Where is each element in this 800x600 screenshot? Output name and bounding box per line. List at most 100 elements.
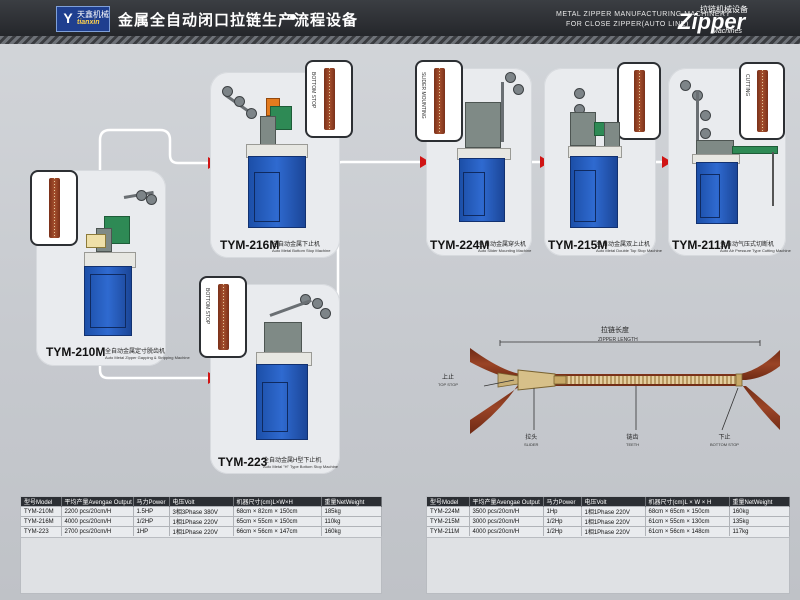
zipper-diagram (470, 340, 780, 434)
table-row: TYM-223 2700 pcs/20cm/H 1HP 1相1Phase 220… (21, 526, 382, 536)
title-dot-icon (290, 14, 296, 20)
machine-image-tym-216m (220, 80, 310, 230)
table-cell: TYM-210M (21, 506, 62, 517)
inset-label: CUTTING (744, 74, 750, 97)
table-cell: 1相1Phase 220V (581, 516, 646, 527)
column-header: 机器尺寸(cm)L × W × H (645, 497, 730, 507)
column-header: 马力Power (543, 497, 582, 507)
table-header-row: 型号Model 平均产量Avengae Output 马力Power 电压Vol… (427, 497, 790, 507)
logo-text-en: tianxin (77, 19, 100, 26)
label-slider: 拉头 SLIDER (524, 435, 539, 447)
subtitle-en-line1: METAL ZIPPER MANUFACTURING MACHINERY (556, 11, 731, 18)
table-cell: 1/2Hp (543, 516, 582, 527)
flow-arrow-icon (662, 156, 672, 168)
column-header: 平均产量Avengae Output (61, 497, 134, 507)
column-header: 重量NetWeight (729, 497, 790, 507)
table-cell: 1.5HP (133, 506, 170, 517)
table-cell: 110kg (321, 516, 382, 527)
brand-text-cn: 拉链机械设备 (700, 5, 748, 14)
inset-label: BOTTOM STOP (204, 288, 210, 325)
table-cell: 2200 pcs/20cm/H (61, 506, 134, 517)
model-desc-cn: 全自动金属H型下止机 (263, 458, 322, 464)
table-cell: 1Hp (543, 506, 582, 517)
table-row: TYM-210M 2200 pcs/20cm/H 1.5HP 3相3Phase … (21, 506, 382, 517)
model-desc-cn: 全自动金属定寸脱齿机 (105, 349, 166, 355)
table-cell: 1/2HP (133, 516, 170, 527)
zipper-length-label-cn: 拉链长度 (601, 327, 629, 334)
column-header: 电压Volt (581, 497, 646, 507)
spec-table-right: 型号Model 平均产量Avengae Output 马力Power 电压Vol… (426, 496, 790, 594)
model-desc-en: Auto Metal Double Top Stop Machine (596, 248, 662, 253)
column-header: 马力Power (133, 497, 170, 507)
header-bar: Y 天鑫机械 tianxin 金属全自动闭口拉链生产流程设备 METAL ZIP… (0, 0, 800, 40)
table-cell: 1相1Phase 220V (169, 526, 234, 536)
label-bottom-stop: 下止 BOTTOM STOP (710, 435, 739, 447)
zipper-sample-inset: BOTTOM STOP (305, 60, 353, 138)
table-cell: 1/2Hp (543, 526, 582, 536)
table-row: TYM-216M 4000 pcs/20cm/H 1/2HP 1相1Phase … (21, 516, 382, 527)
slider-icon (497, 369, 567, 391)
table-cell: TYM-216M (21, 516, 62, 527)
spec-table: 型号Model 平均产量Avengae Output 马力Power 电压Vol… (427, 497, 790, 536)
table-cell: TYM-223 (21, 526, 62, 536)
table-cell: 68cm × 65cm × 150cm (645, 506, 730, 517)
flow-arrow-icon (420, 156, 430, 168)
label-top-stop: 上止 TOP STOP (438, 375, 459, 387)
table-cell: 4000 pcs/20cm/H (61, 516, 134, 527)
column-header: 电压Volt (169, 497, 234, 507)
zipper-sample-image (49, 178, 60, 238)
zipper-sample-inset: SLIDER MOUNTING (415, 60, 463, 142)
model-number: TYM-216M (220, 238, 280, 252)
table-cell: 135kg (729, 516, 790, 527)
model-number: TYM-224M (430, 238, 490, 252)
model-number: TYM-215M (548, 238, 608, 252)
subtitle-en-line2: FOR CLOSE ZIPPER(AUTO LINE) (566, 21, 689, 28)
model-desc-cn: 全自动气压式切断机 (720, 242, 775, 248)
table-cell: 66cm × 56cm × 147cm (233, 526, 322, 536)
model-desc-en: Auto Metal Bottom Stop Machine (272, 248, 331, 253)
table-cell: 4000 pcs/20cm/H (469, 526, 544, 536)
machine-image-tym-210m (82, 190, 157, 340)
table-footer-area (427, 537, 789, 593)
column-header: 机器尺寸(cm)L×W×H (233, 497, 322, 507)
model-number: TYM-210M (46, 345, 106, 359)
inset-label: SLIDER MOUNTING (420, 72, 426, 119)
column-header: 型号Model (21, 497, 62, 507)
table-cell: 3相3Phase 380V (169, 506, 234, 517)
brand-subword: Machines (712, 28, 742, 35)
table-cell: 61cm × 55cm × 130cm (645, 516, 730, 527)
model-desc-cn: 全自动金属下止机 (272, 242, 321, 248)
zipper-sample-inset (30, 170, 78, 246)
column-header: 型号Model (427, 497, 470, 507)
spec-table-left: 型号Model 平均产量Avengae Output 马力Power 电压Vol… (20, 496, 382, 594)
model-desc-cn: 全自动金属穿头机 (478, 242, 527, 248)
model-desc-en: Auto Air Pressure Type Cutting Machine (720, 248, 791, 253)
page-title: 金属全自动闭口拉链生产流程设备 (118, 12, 359, 29)
table-row: TYM-211M 4000 pcs/20cm/H 1/2Hp 1相1Phase … (427, 526, 790, 536)
model-number: TYM-211M (672, 238, 731, 252)
table-cell: 3500 pcs/20cm/H (469, 506, 544, 517)
table-footer-area (21, 537, 381, 593)
model-desc-en: Auto Metal "H" Type Bottom Stop Machine (263, 464, 339, 469)
table-cell: 1相1Phase 220V (581, 506, 646, 517)
model-desc-en: Auto Metal Zipper Gapping & Stripping Ma… (105, 355, 190, 360)
table-cell: TYM-224M (427, 506, 470, 517)
table-cell: TYM-215M (427, 516, 470, 527)
model-number: TYM-223 (218, 455, 268, 469)
brand-wordmark: Zipper (678, 9, 746, 34)
model-desc-cn: 全自动金属双上止机 (596, 242, 651, 248)
table-cell: 160kg (729, 506, 790, 517)
spec-table: 型号Model 平均产量Avengae Output 马力Power 电压Vol… (21, 497, 382, 536)
zipper-sample-image (324, 68, 335, 130)
model-desc-en: Auto Slider Mounting Machine (478, 248, 532, 253)
zipper-sample-image (757, 70, 768, 132)
logo-text-cn: 天鑫机械 (77, 10, 109, 19)
table-cell: 185kg (321, 506, 382, 517)
zipper-sample-inset: CUTTING (739, 62, 785, 140)
zipper-sample-inset: BOTTOM STOP (199, 276, 247, 358)
zipper-sample-image (434, 68, 445, 134)
zipper-sample-inset (617, 62, 661, 140)
machine-image-tym-211m (676, 76, 780, 226)
column-header: 重量NetWeight (321, 497, 382, 507)
